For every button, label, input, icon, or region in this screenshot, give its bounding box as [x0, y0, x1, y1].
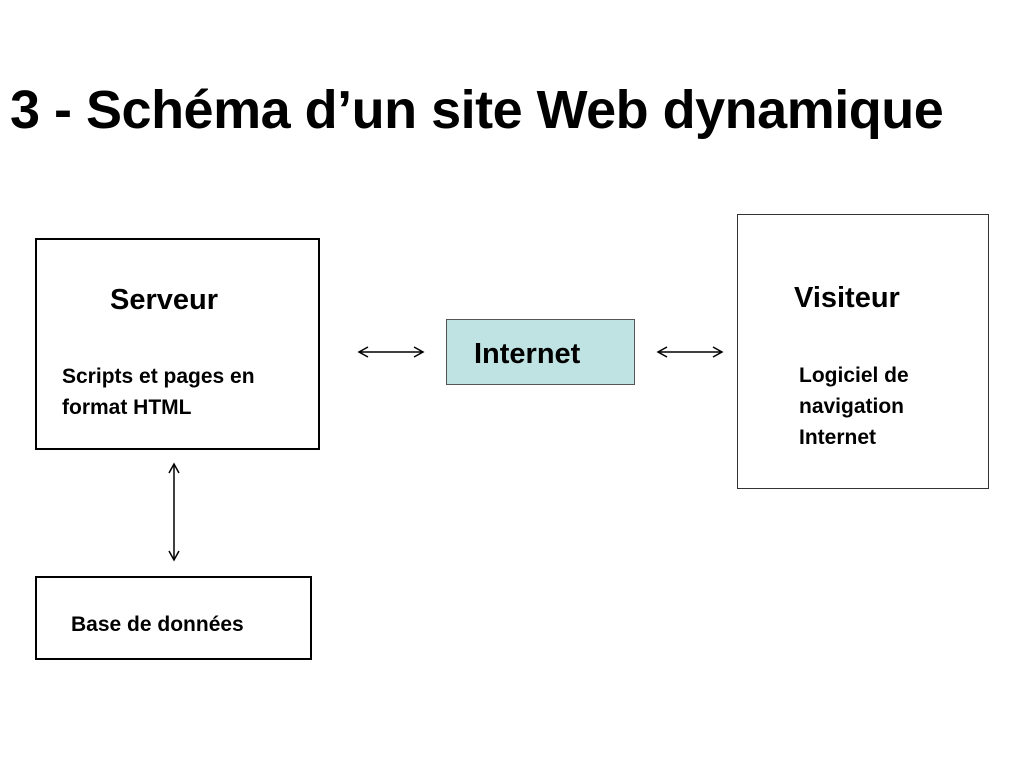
server-description: Scripts et pages en format HTML: [62, 361, 255, 423]
server-title: Serveur: [110, 284, 219, 316]
server-internet-arrow: [357, 346, 425, 358]
visitor-description-line: Logiciel de: [799, 364, 909, 387]
visitor-title: Visiteur: [794, 282, 900, 314]
visitor-description: Logiciel de navigation Internet: [799, 360, 909, 453]
database-box: Base de données: [35, 576, 312, 660]
server-description-line: format HTML: [62, 396, 192, 419]
internet-box: Internet: [446, 319, 635, 385]
internet-visitor-arrow: [656, 346, 724, 358]
database-label: Base de données: [71, 613, 244, 636]
visitor-description-line: navigation: [799, 395, 905, 418]
visitor-description-line: Internet: [799, 426, 877, 449]
server-description-line: Scripts et pages en: [62, 365, 255, 388]
internet-label: Internet: [474, 338, 581, 370]
slide-title: 3 - Schéma d’un site Web dynamique: [10, 80, 944, 140]
server-box: Serveur Scripts et pages en format HTML: [35, 238, 320, 450]
server-database-arrow: [168, 462, 180, 562]
visitor-box: Visiteur Logiciel de navigation Internet: [737, 214, 989, 489]
